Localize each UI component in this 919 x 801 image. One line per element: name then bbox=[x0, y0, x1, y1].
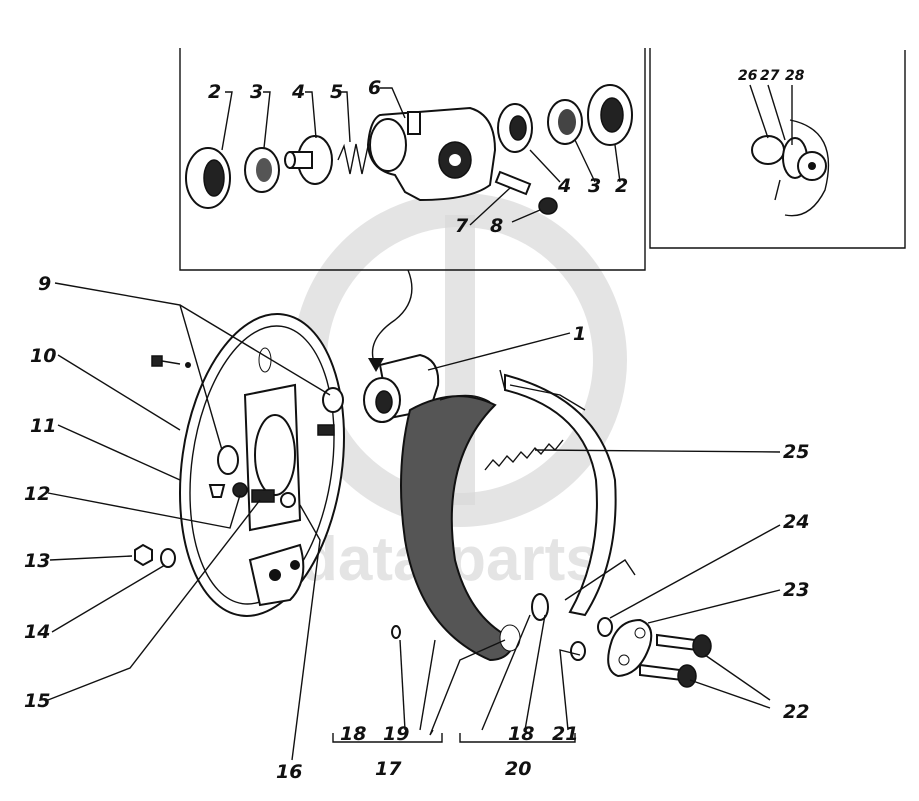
label-4-left: 4 bbox=[291, 81, 305, 103]
adjuster-assembly bbox=[751, 119, 830, 217]
label-12: 12 bbox=[24, 483, 50, 505]
bleeder-cap-8 bbox=[538, 197, 558, 215]
piston-4-right bbox=[497, 103, 533, 153]
label-19: 19 bbox=[383, 723, 409, 745]
washer-14 bbox=[160, 548, 176, 568]
cylinder-body-6 bbox=[366, 106, 497, 202]
label-21: 21 bbox=[552, 723, 578, 745]
label-16: 16 bbox=[276, 761, 302, 783]
label-23: 23 bbox=[783, 579, 809, 601]
seal-3-left bbox=[244, 147, 280, 193]
label-24: 24 bbox=[783, 511, 809, 533]
label-2-left: 2 bbox=[208, 81, 221, 103]
washer-21 bbox=[570, 641, 586, 661]
washer-24 bbox=[597, 617, 613, 637]
cup-2-right bbox=[587, 84, 633, 146]
anchor-plate-23 bbox=[607, 618, 653, 678]
bolt-9 bbox=[151, 355, 191, 368]
return-spring-25 bbox=[484, 439, 564, 471]
bracket-20 bbox=[459, 733, 576, 743]
label-14: 14 bbox=[24, 621, 50, 643]
arrow-line bbox=[371, 269, 413, 366]
label-25: 25 bbox=[783, 441, 809, 463]
label-11: 11 bbox=[30, 415, 56, 437]
bracket-17 bbox=[332, 733, 443, 743]
brake-shoe-lining-19 bbox=[400, 394, 521, 662]
label-20: 20 bbox=[505, 758, 531, 780]
label-18-left: 18 bbox=[340, 723, 366, 745]
label-28: 28 bbox=[785, 68, 805, 84]
brake-shoe-20 bbox=[499, 369, 617, 621]
label-9: 9 bbox=[38, 273, 51, 295]
rivet-18 bbox=[391, 625, 401, 639]
label-7: 7 bbox=[455, 215, 469, 237]
piston-4-left bbox=[284, 135, 333, 185]
inset-frame-left bbox=[179, 48, 646, 271]
label-15: 15 bbox=[24, 690, 50, 712]
label-4-right: 4 bbox=[557, 175, 571, 197]
backing-plate bbox=[179, 313, 345, 617]
label-5: 5 bbox=[330, 81, 343, 103]
cup-2-left bbox=[185, 147, 231, 209]
label-27: 27 bbox=[760, 68, 780, 84]
seal-3-right bbox=[547, 99, 583, 145]
label-22: 22 bbox=[783, 701, 809, 723]
label-10: 10 bbox=[30, 345, 56, 367]
label-3-right: 3 bbox=[588, 175, 601, 197]
label-6: 6 bbox=[368, 77, 381, 99]
anchor-bolts-22 bbox=[639, 633, 712, 688]
arrow-head bbox=[368, 358, 384, 372]
nut-13 bbox=[134, 543, 153, 567]
label-13: 13 bbox=[24, 550, 50, 572]
bleeder-screw-7 bbox=[494, 170, 532, 196]
wheel-cylinder-1 bbox=[363, 353, 440, 423]
label-18-right: 18 bbox=[508, 723, 534, 745]
label-2-right: 2 bbox=[615, 175, 628, 197]
label-26: 26 bbox=[738, 68, 758, 84]
label-3-left: 3 bbox=[250, 81, 263, 103]
inset-frame-right bbox=[649, 48, 906, 249]
label-8: 8 bbox=[490, 215, 503, 237]
label-17: 17 bbox=[375, 758, 402, 780]
label-1: 1 bbox=[573, 323, 586, 345]
